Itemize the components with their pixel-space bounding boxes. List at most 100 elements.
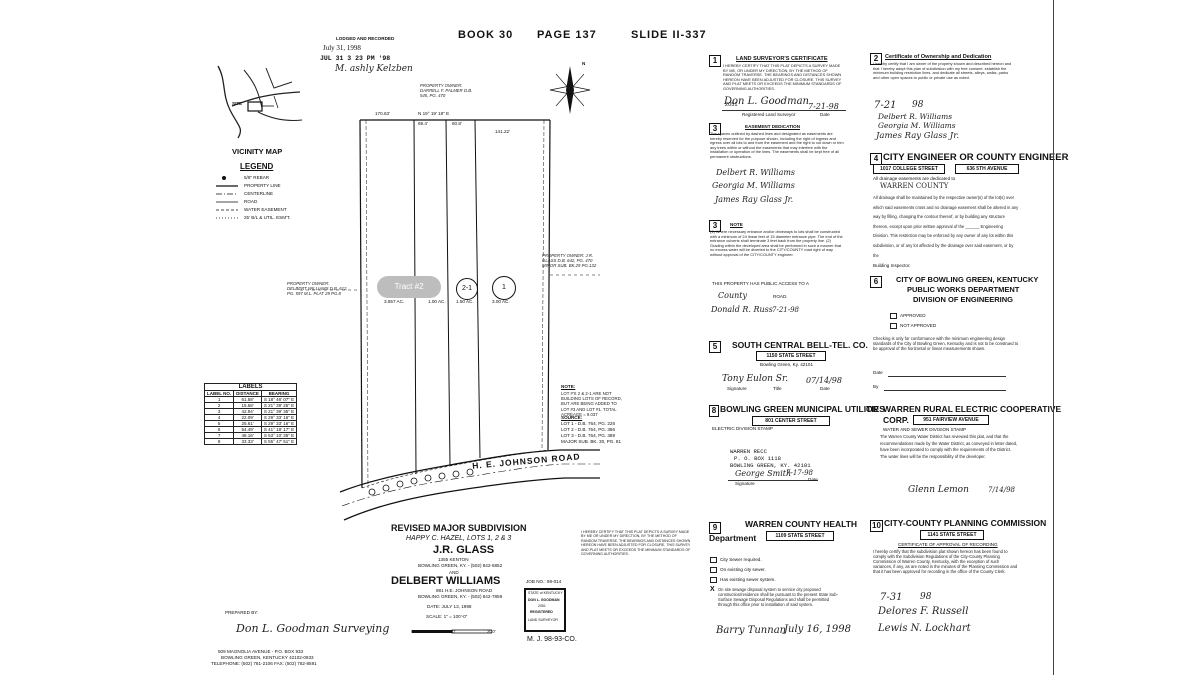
scale-tick: 100' bbox=[447, 629, 456, 634]
labels-table-cell: S 53° 10' 35" E bbox=[260, 432, 298, 439]
cert3-title: EASEMENT DEDICATION bbox=[745, 124, 801, 129]
signature-line bbox=[728, 480, 818, 481]
cert8-text: The Warren County Water District has rev… bbox=[880, 434, 1018, 459]
checked-checkbox[interactable]: X bbox=[710, 586, 715, 593]
job-no: JOB NO.: 98-014 bbox=[526, 579, 562, 584]
vicinity-map: SITE bbox=[214, 62, 304, 140]
surveyor-cert-small: I HEREBY CERTIFY THAT THIS PLAT DEPICTS … bbox=[581, 530, 691, 557]
cert2-title: Certificate of Ownership and Dedication bbox=[885, 54, 992, 60]
lot-acres: 3.557 AC. bbox=[384, 299, 405, 304]
surveyor-phone: TELEPHONE: (502) 781-2106 FAX: (502) 782… bbox=[211, 661, 317, 666]
tract-badge[interactable]: Tract #2 bbox=[377, 276, 441, 298]
seal-line: DON L. GOODMAN bbox=[528, 598, 560, 602]
cert1-text: I HEREBY CERTIFY THAT THIS PLAT DEPICTS … bbox=[723, 63, 842, 91]
dim-label: 141.22' bbox=[495, 129, 510, 134]
caption: Signature bbox=[735, 481, 755, 486]
cert10-date: 7-31 bbox=[880, 592, 903, 603]
legend-item: ROAD bbox=[244, 199, 258, 204]
legend-item: CENTERLINE bbox=[244, 191, 274, 196]
owner1-addr: BOWLING GREEN, KY. - (502) 842-6852 bbox=[418, 563, 503, 568]
checkbox[interactable] bbox=[890, 313, 897, 319]
cert6-text: Checking is only for conformance with th… bbox=[873, 336, 1019, 351]
cert4-title: CITY ENGINEER OR COUNTY ENGINEER bbox=[883, 152, 1069, 163]
not-approved-option: NOT APPROVED bbox=[890, 323, 936, 329]
cert9-title-b: Department bbox=[709, 533, 757, 543]
page-label: PAGE 137 bbox=[537, 29, 597, 41]
cert2-year: 98 bbox=[912, 100, 924, 110]
source-line: MAJOR SUB. BK. 30, PG. 81 bbox=[561, 439, 621, 444]
checkbox[interactable] bbox=[710, 577, 717, 583]
cert7-title: BOWLING GREEN MUNICIPAL UTILITIES bbox=[720, 404, 885, 414]
labels-table-cell: S 41° 18' 17" E bbox=[260, 426, 298, 433]
cert-number: 3 bbox=[709, 220, 721, 232]
title-line1: REVISED MAJOR SUBDIVISION bbox=[391, 523, 527, 533]
cert2-signature: James Ray Glass Jr. bbox=[876, 131, 960, 141]
cert2-date: 7-21 bbox=[874, 100, 897, 111]
recording-date: July 31, 1998 bbox=[323, 44, 361, 52]
owner2-addr: BOWLING GREEN, KY. - (502) 842-7859 bbox=[418, 594, 503, 599]
cert5-title: SOUTH CENTRAL BELL-TEL. CO. bbox=[732, 340, 868, 350]
cert9-address: 1109 STATE STREET bbox=[766, 531, 834, 541]
legend-item: 25' B/L & UTIL. ESM'T. bbox=[244, 215, 291, 220]
lot-acres: 3.00 AC. bbox=[492, 299, 510, 304]
access-road: ROAD. bbox=[773, 294, 788, 299]
cert8-division: WATER AND SEWER DIVISION STAMP bbox=[883, 427, 967, 432]
caption: Date bbox=[820, 112, 830, 117]
cert1-date: 7-21-98 bbox=[808, 102, 839, 111]
cert3b-title: NOTE bbox=[730, 222, 743, 227]
cert-number: 9 bbox=[709, 522, 721, 534]
cert7-division: ELECTRIC DIVISION STAMP bbox=[712, 426, 773, 431]
labels-table-cell: S 55° 47' 51" E bbox=[260, 438, 298, 445]
checkbox[interactable] bbox=[710, 557, 717, 563]
scale-bar bbox=[412, 622, 493, 634]
cert7-stamp: BOWLING GREEN, KY. 42101 bbox=[730, 462, 811, 469]
cert5-address: 1150 STATE STREET bbox=[756, 351, 826, 361]
dim-label: 69.4' bbox=[418, 121, 428, 126]
cert3b-date: 7-21-98 bbox=[772, 306, 799, 314]
cert8-date: 7/14/98 bbox=[988, 486, 1015, 494]
north-arrow-icon: N bbox=[546, 61, 594, 118]
legend: 5/8" REBAR PROPERTY LINE CENTERLINE ROAD… bbox=[216, 174, 336, 224]
cert-number: 3 bbox=[709, 123, 721, 135]
vicinity-map-drawing bbox=[217, 65, 303, 139]
dim-label: 60.8' bbox=[452, 121, 462, 126]
cert10-title: CITY-COUNTY PLANNING COMMISSION bbox=[884, 518, 1047, 528]
health-option: City Sewer required. bbox=[710, 557, 762, 563]
cert10-signature: Lewis N. Lockhart bbox=[878, 623, 971, 634]
cert4-address: 636 5TH AVENUE bbox=[955, 164, 1019, 174]
cert8-title-a: WARREN RURAL ELECTRIC COOPERATIVE bbox=[883, 404, 1062, 414]
seal-line: LAND SURVEYOR bbox=[528, 618, 558, 622]
clerk-signature: M. ashly Kelzben bbox=[335, 64, 413, 74]
cert3-signature: Delbert R. Williams bbox=[716, 168, 796, 177]
cert6-title: CITY OF BOWLING GREEN, KENTUCKY bbox=[896, 275, 1039, 284]
cert7-stamp: P. O. BOX 1118 bbox=[734, 455, 781, 462]
legend-item: 5/8" REBAR bbox=[244, 175, 270, 180]
cert4-body: All drainage shall be maintained by the … bbox=[873, 195, 1019, 258]
seal-line: REGISTERED bbox=[530, 610, 553, 614]
cert8-or: OR bbox=[866, 404, 879, 414]
checkbox[interactable] bbox=[710, 567, 717, 573]
cert9-date: July 16, 1998 bbox=[784, 624, 852, 635]
cert1-regno: 2051 bbox=[725, 102, 738, 108]
seal-line: 2051 bbox=[538, 604, 546, 608]
cert-number: 5 bbox=[709, 341, 721, 353]
lot-marker-2-1: 2-1 bbox=[456, 278, 478, 300]
plat-scale: SCALE: 1" = 100'-0" bbox=[426, 614, 468, 619]
cert9-signature: Barry Tunnan bbox=[716, 625, 787, 636]
surveyor-seal: STATE of KENTUCKY DON L. GOODMAN 2051 RE… bbox=[524, 588, 566, 632]
owner1-name: J.R. GLASS bbox=[433, 544, 495, 556]
source-line: LOT 1 - D.B. 764, PG. 226 bbox=[561, 421, 616, 426]
labels-table-cell: 8 bbox=[203, 438, 235, 445]
surveyor-addr: BOWLING GREEN, KENTUCKY 42102-0933 bbox=[221, 655, 314, 660]
cert10-signature: Delores F. Russell bbox=[878, 606, 969, 617]
checkbox[interactable] bbox=[890, 323, 897, 329]
labels-table-cell: S 29° 33' 16" E bbox=[260, 420, 298, 427]
note-text: LOT #'S 2 & 2-1 ARE NOT BUILDING LOTS OF… bbox=[561, 391, 622, 417]
caption: Signature bbox=[727, 386, 747, 391]
surveyor-firm-logo: Don L. Goodman Surveying bbox=[236, 622, 390, 635]
vicinity-site-label: SITE bbox=[232, 101, 243, 106]
owner2-name: DELBERT WILLIAMS bbox=[391, 575, 501, 587]
